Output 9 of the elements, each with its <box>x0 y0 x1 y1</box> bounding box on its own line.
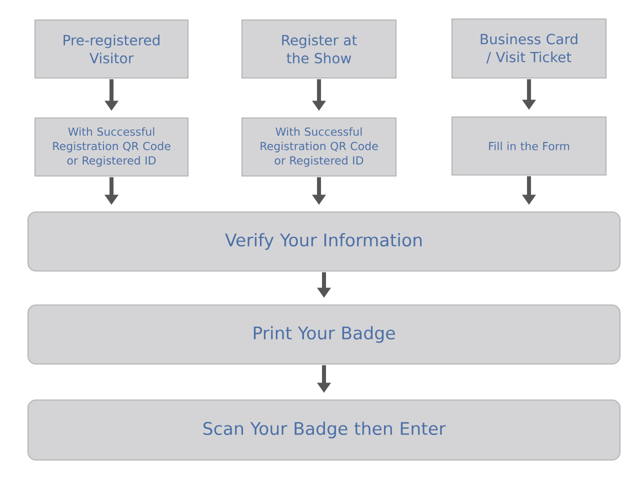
process-box: Fill in the Form <box>451 116 607 176</box>
process-box: Business Card / Visit Ticket <box>451 18 607 79</box>
step-band: Print Your Badge <box>27 304 621 365</box>
step-band: Scan Your Badge then Enter <box>27 399 621 461</box>
step-band: Verify Your Information <box>27 211 621 272</box>
process-box: With Successful Registration QR Code or Registered ID <box>34 117 189 177</box>
process-box: Register at the Show <box>241 19 397 79</box>
process-box: With Successful Registration QR Code or Registered ID <box>241 117 397 177</box>
process-box: Pre-registered Visitor <box>34 19 189 79</box>
